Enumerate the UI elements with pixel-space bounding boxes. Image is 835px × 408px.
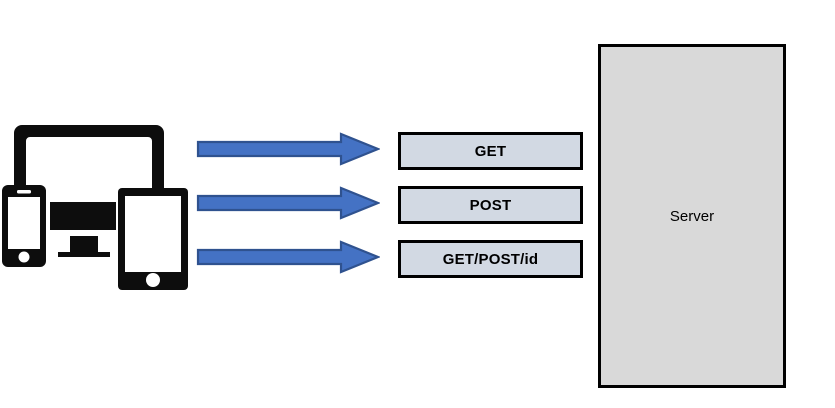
laptop-icon (14, 125, 164, 193)
method-label: GET (474, 142, 507, 160)
smartphone-icon (2, 185, 46, 267)
method-box-get[interactable]: GET (398, 132, 583, 170)
method-box-post[interactable]: POST (398, 186, 583, 224)
arrow-post (196, 186, 380, 220)
method-label: POST (469, 196, 512, 214)
client-device-cluster (0, 105, 200, 300)
method-label: GET/POST/id (442, 250, 539, 268)
tablet-icon (118, 188, 188, 290)
arrow-get-post-id (196, 240, 380, 274)
server-label: Server (669, 207, 715, 225)
method-box-get-post-id[interactable]: GET/POST/id (398, 240, 583, 278)
arrow-get (196, 132, 380, 166)
server-box[interactable]: Server (598, 44, 786, 388)
desktop-monitor-icon (50, 202, 116, 257)
